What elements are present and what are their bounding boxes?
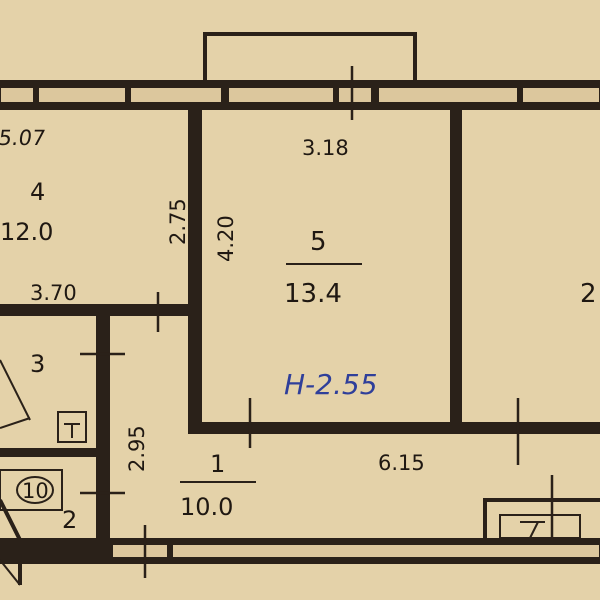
dim-3-70: 3.70 <box>30 281 77 305</box>
ceiling-height: H-2.55 <box>284 368 378 401</box>
dim-2-95: 2.95 <box>125 425 149 472</box>
interior-walls <box>0 110 600 586</box>
labels: 5.07 4 12.0 2.75 4.20 3.18 5 13.4 H-2.55… <box>0 125 597 534</box>
fixtures <box>0 359 545 539</box>
dimension-ticks <box>80 66 554 578</box>
dim-6-15: 6.15 <box>378 451 425 475</box>
exterior-wall-top <box>0 80 600 110</box>
bath-icon-label: 10 <box>22 479 49 503</box>
room-5-area: 13.4 <box>284 279 342 309</box>
room-4-number: 4 <box>30 178 45 206</box>
room-5-number: 5 <box>310 227 327 257</box>
room-2-number: 2 <box>62 506 77 534</box>
room-1-number: 1 <box>210 450 225 478</box>
right-room-cut-label: 2 <box>580 279 597 309</box>
dim-5-07: 5.07 <box>0 125 47 150</box>
dim-3-18: 3.18 <box>302 136 349 160</box>
room-1-area: 10.0 <box>180 493 233 521</box>
balcony <box>203 32 417 82</box>
dim-2-75: 2.75 <box>166 198 190 245</box>
room-4-area: 12.0 <box>0 218 53 246</box>
dim-4-20: 4.20 <box>214 215 238 262</box>
room-3-number: 3 <box>30 350 45 378</box>
